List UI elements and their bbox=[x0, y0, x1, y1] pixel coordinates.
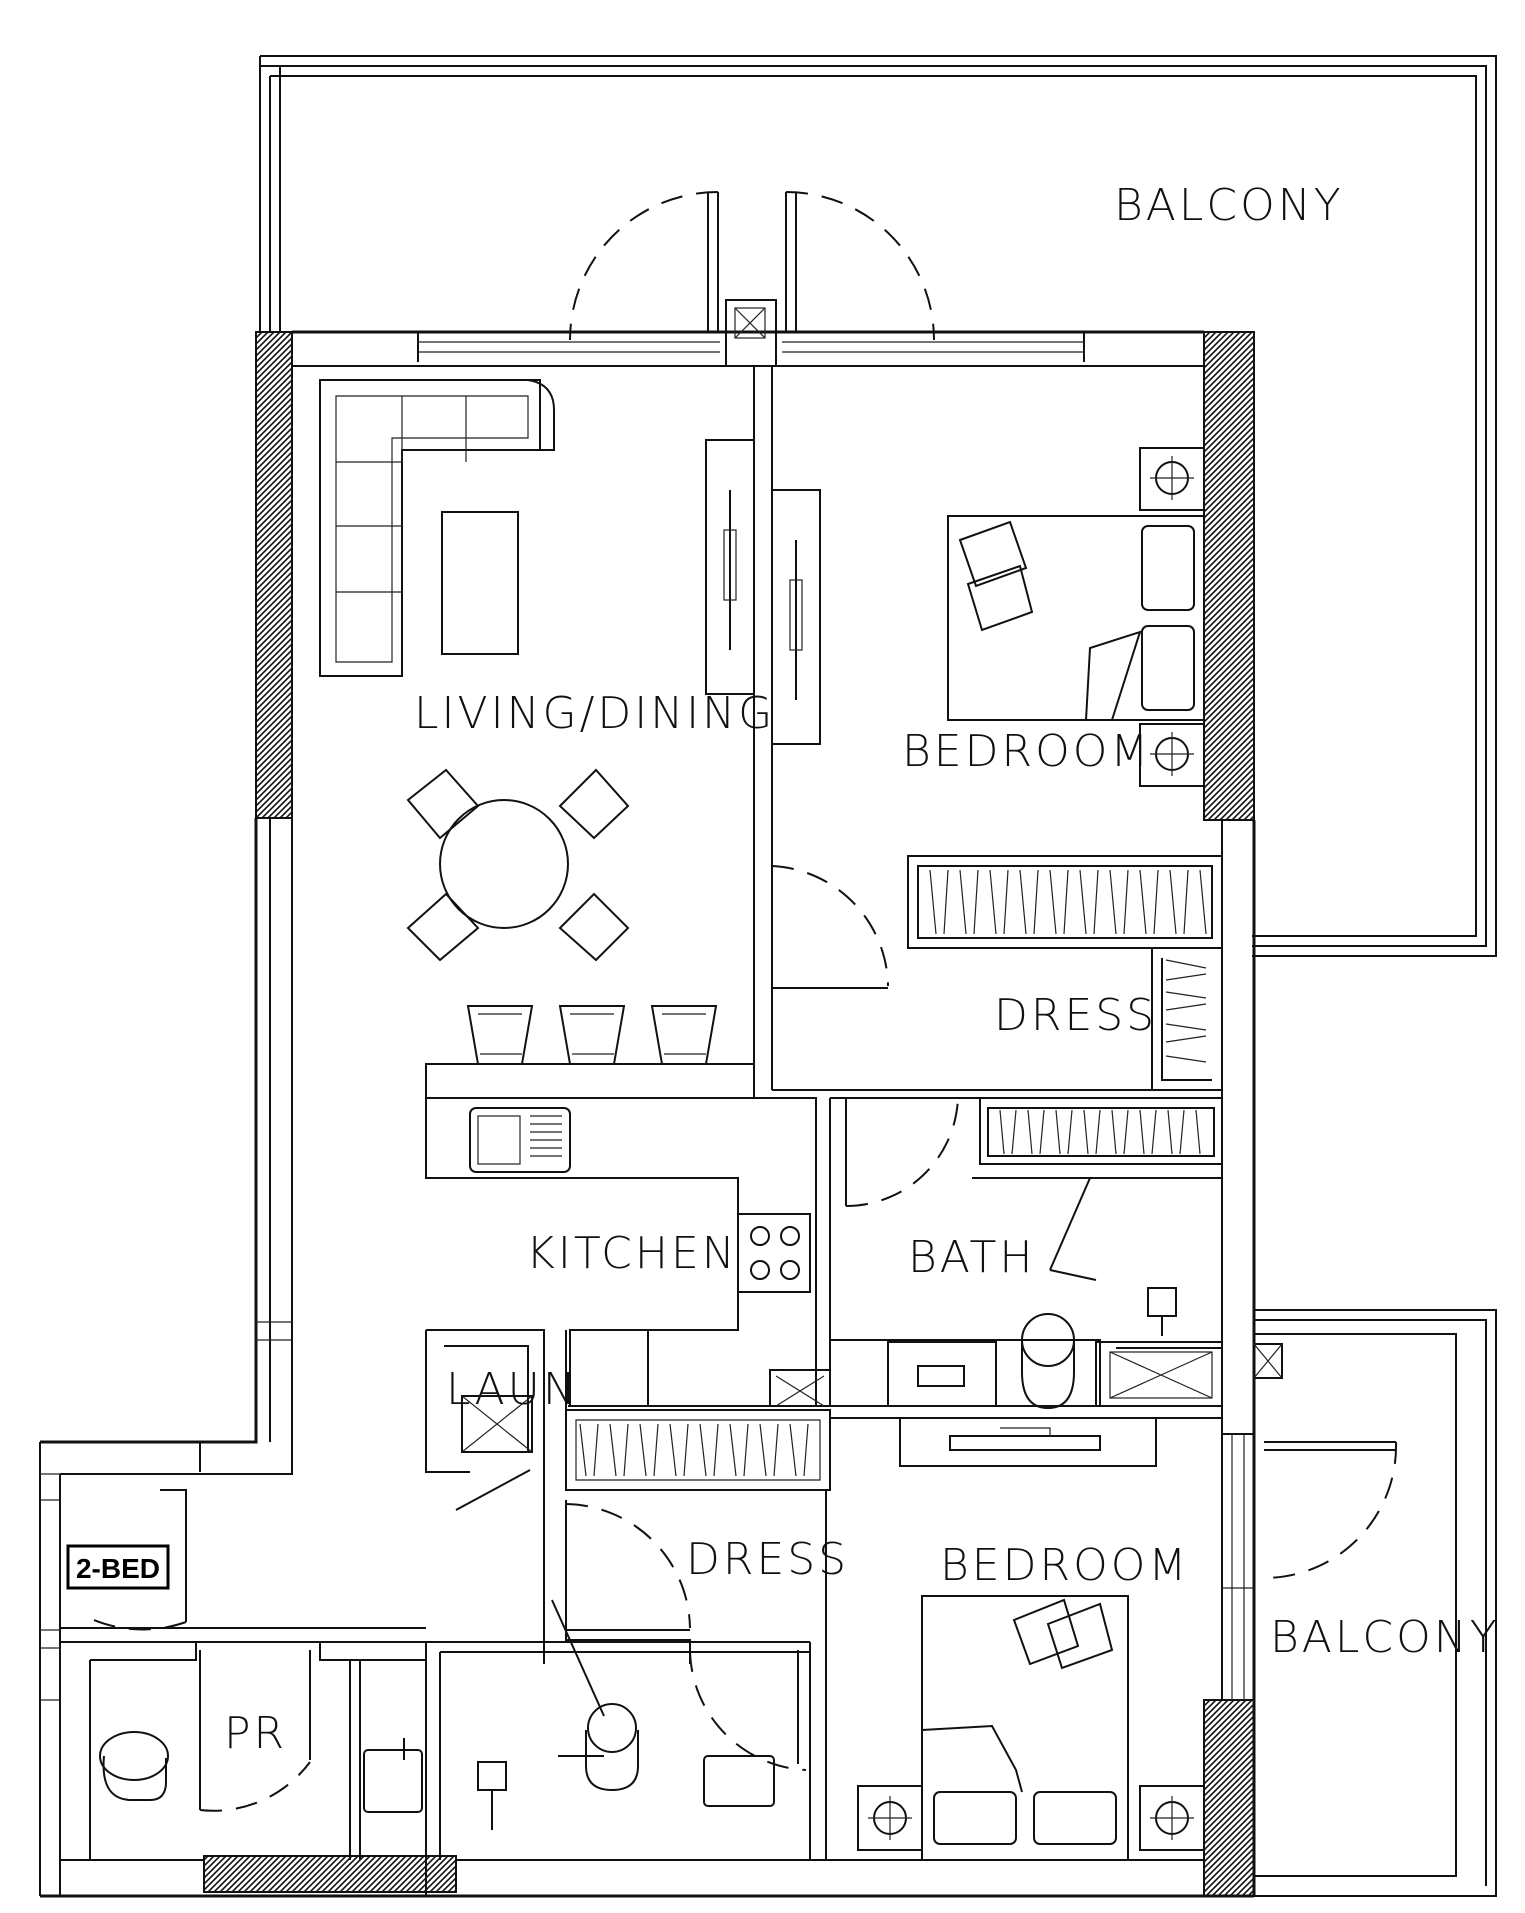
hatched-wall-bottom bbox=[203, 1855, 457, 1893]
balcony-top-outline bbox=[259, 55, 1497, 957]
kitchen-sink bbox=[469, 1107, 571, 1173]
balcony-right-outline bbox=[1253, 1309, 1497, 1897]
label-living-dining: LIVING/DINING bbox=[414, 688, 775, 739]
bed-bottom bbox=[857, 1595, 1205, 1861]
label-dress-top: DRESS bbox=[994, 990, 1157, 1041]
bath-fixtures bbox=[887, 1287, 1223, 1410]
hatched-column-right-top bbox=[1203, 331, 1255, 821]
interior-walls bbox=[60, 366, 1223, 1896]
exterior-walls bbox=[39, 299, 1256, 1898]
sofa bbox=[319, 379, 555, 677]
label-balcony-top: BALCONY bbox=[1114, 180, 1344, 231]
hatched-column-right-bottom bbox=[1203, 1699, 1255, 1897]
bed-top bbox=[947, 447, 1205, 787]
label-bedroom-top: BEDROOM bbox=[902, 726, 1151, 777]
sliding-wardrobe bbox=[705, 439, 821, 745]
bar-stools bbox=[466, 1005, 718, 1065]
label-bath: BATH bbox=[908, 1232, 1035, 1283]
coffee-table bbox=[441, 511, 519, 655]
label-balcony-right: BALCONY bbox=[1270, 1612, 1500, 1663]
label-pr: PR bbox=[224, 1708, 287, 1759]
unit-tag: 2-BED bbox=[66, 1544, 170, 1590]
wardrobe-hatching bbox=[579, 869, 1207, 1477]
label-laun: LAUN bbox=[446, 1364, 579, 1415]
dining-table bbox=[406, 768, 630, 962]
bathroom-bottom-fixtures bbox=[477, 1703, 775, 1830]
hatched-column-left bbox=[255, 331, 293, 819]
label-dress-bottom: DRESS bbox=[686, 1534, 849, 1585]
unit-tag-text: 2-BED bbox=[76, 1553, 160, 1584]
label-bedroom-bottom: BEDROOM bbox=[940, 1540, 1189, 1591]
powder-room-fixtures bbox=[99, 1731, 423, 1813]
kitchen-appliance bbox=[569, 1329, 649, 1407]
label-kitchen: KITCHEN bbox=[526, 1228, 738, 1279]
cooktop bbox=[737, 1213, 811, 1293]
interior-doors bbox=[93, 865, 1097, 1812]
balcony-doors bbox=[569, 191, 1398, 1579]
